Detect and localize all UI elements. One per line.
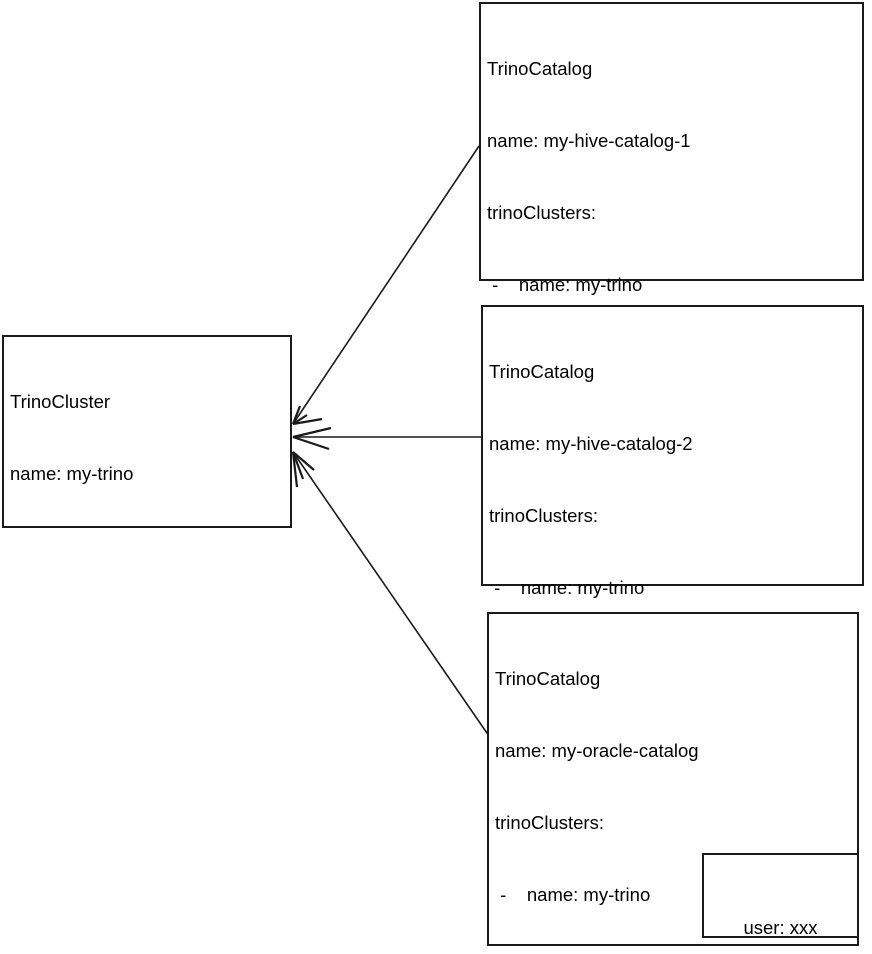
node-line: name: my-oracle-catalog [495,740,699,761]
node-oracle-credentials-secret-text: user: xxx password: xxx [704,868,857,954]
node-trino-cluster-text: TrinoCluster name: my-trino [10,342,288,534]
node-line: - name: my-trino [489,577,645,598]
node-line: name: my-hive-catalog-2 [489,433,693,454]
node-line: trinoClusters: [487,202,596,223]
node-trino-cluster[interactable]: TrinoCluster name: my-trino [2,335,292,528]
node-oracle-credentials-secret[interactable]: user: xxx password: xxx [702,853,859,938]
node-line: name: my-trino [10,463,134,484]
node-line: user: xxx [743,917,818,938]
node-trino-catalog-hive-1[interactable]: TrinoCatalog name: my-hive-catalog-1 tri… [479,2,864,655]
node-line: - name: my-trino [487,274,643,295]
edge-catalog-3-to-cluster [291,451,490,737]
node-line: name: my-hive-catalog-1 [487,130,691,151]
node-line: TrinoCluster [10,391,111,412]
node-line: TrinoCatalog [489,361,595,382]
edge-catalog-2-to-cluster [292,426,481,451]
edge-catalog-1-to-cluster [291,145,480,426]
node-line: trinoClusters: [489,505,598,526]
node-trino-catalog-hive-2[interactable]: TrinoCatalog name: my-hive-catalog-2 tri… [481,305,864,886]
node-line: TrinoCatalog [487,58,593,79]
node-line: TrinoCatalog [495,668,601,689]
node-trino-catalog-oracle-text: TrinoCatalog name: my-oracle-catalog tri… [495,619,855,954]
node-line: trinoClusters: [495,812,604,833]
node-line: - name: my-trino [495,884,651,905]
